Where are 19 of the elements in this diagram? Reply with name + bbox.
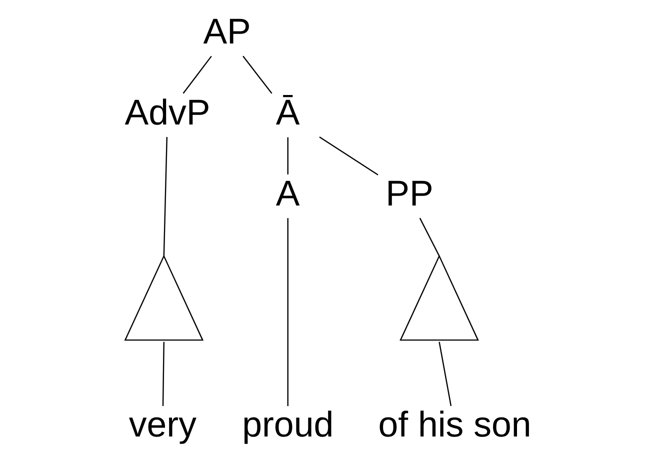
connector <box>286 137 288 174</box>
node-triangle <box>399 254 478 341</box>
connector <box>286 218 288 406</box>
connector <box>242 56 272 94</box>
node-triangle <box>124 254 204 341</box>
node-text: very <box>128 404 196 445</box>
connector <box>418 218 440 256</box>
connector <box>182 56 212 94</box>
node-text: AdvP <box>124 92 210 132</box>
node-text: AP <box>202 11 250 52</box>
node-text: Ā <box>275 92 300 132</box>
node-text: of his son <box>378 404 531 445</box>
connector <box>162 342 164 406</box>
node-text: proud <box>242 404 334 445</box>
node-text: A <box>275 173 300 214</box>
connector <box>438 342 452 406</box>
node-text: PP <box>385 173 433 214</box>
connector <box>162 137 168 256</box>
connector <box>318 136 378 176</box>
